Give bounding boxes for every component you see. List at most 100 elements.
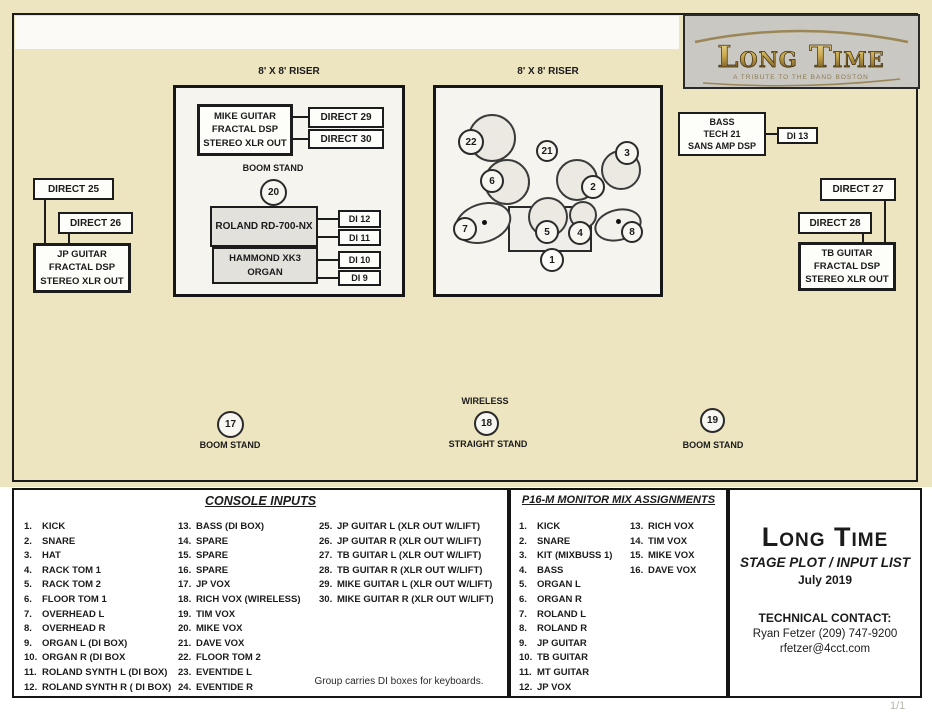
di-boxes-note: Group carries DI boxes for keyboards. — [314, 676, 484, 687]
connector-hammond-di9 — [318, 277, 338, 279]
band-logo-art: Long Time A TRIBUTE TO THE BAND BOSTON — [694, 29, 909, 87]
di-12-box: DI 12 — [338, 210, 381, 228]
input-list-row: 30.MIKE GUITAR R (XLR OUT W/LIFT) — [319, 593, 494, 605]
input-list-row: 26.JP GUITAR R (XLR OUT W/LIFT) — [319, 535, 482, 547]
input-list-row: 4.BASS — [519, 564, 564, 576]
mike-guitar-rig-box: MIKE GUITAR FRACTAL DSP STEREO XLR OUT — [197, 104, 293, 156]
left-riser-label: 8' X 8' RISER — [258, 66, 320, 77]
connector-direct25-jp — [44, 200, 46, 243]
input-list-row: 6.ORGAN R — [519, 593, 582, 605]
input-list-row: 28.TB GUITAR R (XLR OUT W/LIFT) — [319, 564, 483, 576]
input-list-row: 2.SNARE — [24, 535, 76, 547]
console-inputs-title: CONSOLE INPUTS — [204, 494, 317, 508]
connector-roland-di12 — [318, 218, 338, 220]
overhead-right-mic-circle: 8 — [621, 221, 643, 243]
di-9-box: DI 9 — [338, 270, 381, 286]
hat-mic-circle: 3 — [615, 141, 639, 165]
input-list-row: 5.ORGAN L — [519, 579, 581, 591]
logo-title: Long Time — [717, 40, 884, 75]
jp-guitar-rig-box: JP GUITAR FRACTAL DSP STEREO XLR OUT — [33, 243, 131, 293]
p16-monitor-title: P16-M MONITOR MIX ASSIGNMENTS — [521, 494, 716, 506]
boom-stand-20-label: BOOM STAND — [242, 163, 304, 173]
input-list-row: 8.OVERHEAD R — [24, 623, 106, 635]
title-block-panel: Long Time STAGE PLOT / INPUT LIST July 2… — [728, 488, 922, 698]
contact-email: rfetzer@4cct.com — [779, 643, 871, 655]
input-list-row: 17.JP VOX — [178, 579, 231, 591]
input-list-row: 1.KICK — [519, 521, 561, 532]
input-list-row: 15.MIKE VOX — [630, 550, 695, 562]
console-inputs-col1: 1.KICK 2.SNARE 3.HAT 4.RACK TOM 1 5.RACK TOM… — [24, 521, 179, 696]
stage-top-strip — [15, 16, 679, 49]
doc-date: July 2019 — [797, 573, 853, 587]
input-list-row: 24.EVENTIDE R — [178, 681, 254, 693]
wireless-label: WIRELESS — [461, 396, 509, 406]
input-list-row: 2.SNARE — [519, 535, 571, 547]
input-list-row: 19.TIM VOX — [178, 608, 236, 620]
input-list-row: 21.DAVE VOX — [178, 637, 245, 649]
contact-name-phone: Ryan Fetzer (209) 747-9200 — [752, 628, 898, 640]
direct-25-box: DIRECT 25 — [33, 178, 114, 200]
input-list-row: 12.JP VOX — [519, 681, 572, 693]
input-list-row: 9.JP GUITAR — [519, 637, 587, 649]
input-list-row: 6.FLOOR TOM 1 — [24, 593, 107, 605]
input-list-row: 27.TB GUITAR L (XLR OUT W/LIFT) — [319, 550, 482, 562]
rack-tom-1-mic-circle: 4 — [568, 221, 592, 245]
direct-27-box: DIRECT 27 — [820, 178, 896, 201]
logo-subtitle: A TRIBUTE TO THE BAND BOSTON — [733, 74, 869, 81]
connector-bass-di13 — [766, 133, 777, 135]
di-10-box: DI 10 — [338, 251, 381, 269]
logo-top-arc — [694, 29, 909, 44]
drum-riser-label: 8' X 8' RISER — [517, 66, 579, 77]
input-list-row: 7.ROLAND L — [519, 608, 587, 620]
logo-bottom-arc — [702, 78, 901, 87]
tim-vox-mic-circle: 19 — [700, 408, 725, 433]
rack-tom-2-mic-circle: 5 — [535, 220, 559, 244]
input-list-row: 18.RICH VOX (WIRELESS) — [178, 593, 301, 605]
input-list-row: 11.ROLAND SYNTH L (DI BOX) — [24, 666, 168, 678]
input-list-row: 8.ROLAND R — [519, 623, 588, 635]
input-list-row: 15.SPARE — [178, 550, 229, 562]
snare-mic-circle: 2 — [581, 175, 605, 199]
jp-vox-mic-circle: 17 — [217, 411, 244, 438]
input-list-row: 5.RACK TOM 2 — [24, 579, 101, 591]
input-list-row: 3.HAT — [24, 550, 61, 562]
connector-direct26-jp — [68, 234, 70, 243]
rich-vox-mic-circle: 18 — [474, 411, 499, 436]
connector-hammond-di10 — [318, 259, 338, 261]
boom-stand-19-label: BOOM STAND — [682, 440, 744, 450]
input-list-row: 12.ROLAND SYNTH R ( DI BOX) — [24, 681, 172, 693]
input-list-row: 11.MT GUITAR — [519, 666, 590, 678]
overhead-left-mic-circle: 7 — [453, 217, 477, 241]
input-list-row: 22.FLOOR TOM 2 — [178, 652, 261, 664]
input-list-row: 23.EVENTIDE L — [178, 666, 252, 678]
direct-30-box: DIRECT 30 — [308, 129, 384, 149]
p16-monitor-panel — [509, 488, 728, 698]
input-list-row: 1.KICK — [24, 521, 66, 532]
input-list-row: 25.JP GUITAR L (XLR OUT W/LIFT) — [319, 521, 481, 532]
input-list-row: 10.TB GUITAR — [519, 652, 589, 664]
di-11-box: DI 11 — [338, 229, 381, 246]
input-list-row: 10.ORGAN R (DI BOX — [24, 652, 126, 664]
overhead-left-mic-dot — [482, 220, 487, 225]
input-list-row: 16.DAVE VOX — [630, 564, 697, 576]
input-list-row: 3.KIT (MIXBUSS 1) — [519, 550, 613, 562]
input-list-row: 7.OVERHEAD L — [24, 608, 105, 620]
connector-roland-di11 — [318, 236, 338, 238]
floor-tom-2-mic-circle: 22 — [458, 129, 484, 155]
input-list-row: 29.MIKE GUITAR L (XLR OUT W/LIFT) — [319, 579, 493, 591]
input-list-row: 14.TIM VOX — [630, 535, 688, 547]
input-list-row: 20.MIKE VOX — [178, 623, 243, 635]
connector-direct28-tb — [862, 233, 864, 242]
input-list-row: 4.RACK TOM 1 — [24, 564, 101, 576]
mike-vox-mic-circle: 20 — [260, 179, 287, 206]
band-name-heading: Long Time — [761, 522, 889, 552]
console-inputs-panel — [12, 488, 509, 698]
tb-guitar-rig-box: TB GUITAR FRACTAL DSP STEREO XLR OUT — [798, 242, 896, 291]
stage-border — [12, 13, 918, 482]
input-list-row: 9.ORGAN L (DI BOX) — [24, 637, 128, 649]
band-logo: Long Time A TRIBUTE TO THE BAND BOSTON — [683, 14, 920, 89]
bass-rig-box: BASS TECH 21 SANS AMP DSP — [678, 112, 766, 156]
